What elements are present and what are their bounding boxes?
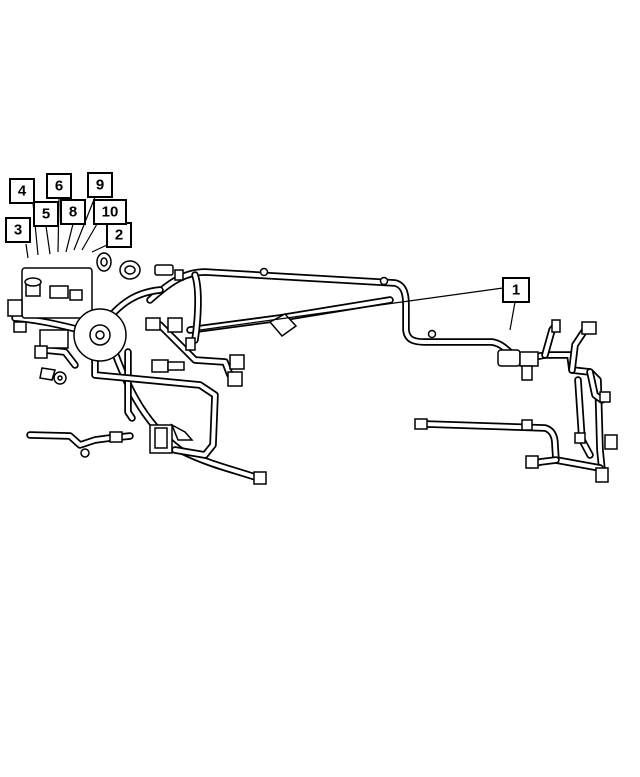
callout-9: 9	[87, 172, 113, 198]
callout-5-label: 5	[42, 206, 50, 223]
callout-5: 5	[33, 201, 59, 227]
callout-8: 8	[60, 199, 86, 225]
callout-1-label: 1	[512, 282, 520, 299]
harness-components	[7, 252, 618, 485]
callout-8-label: 8	[69, 204, 77, 221]
callout-4-label: 4	[18, 183, 27, 200]
callout-3: 3	[5, 217, 31, 243]
callout-9-label: 9	[96, 177, 104, 194]
callout-3-label: 3	[14, 222, 22, 239]
callout-10-label: 10	[102, 204, 119, 221]
callout-6: 6	[46, 173, 72, 199]
callout-2: 2	[106, 222, 132, 248]
callout-4: 4	[9, 178, 35, 204]
callout-6-label: 6	[55, 178, 63, 195]
callout-1: 1	[502, 277, 530, 303]
callout-2-label: 2	[115, 227, 123, 244]
callout-10: 10	[93, 199, 127, 225]
